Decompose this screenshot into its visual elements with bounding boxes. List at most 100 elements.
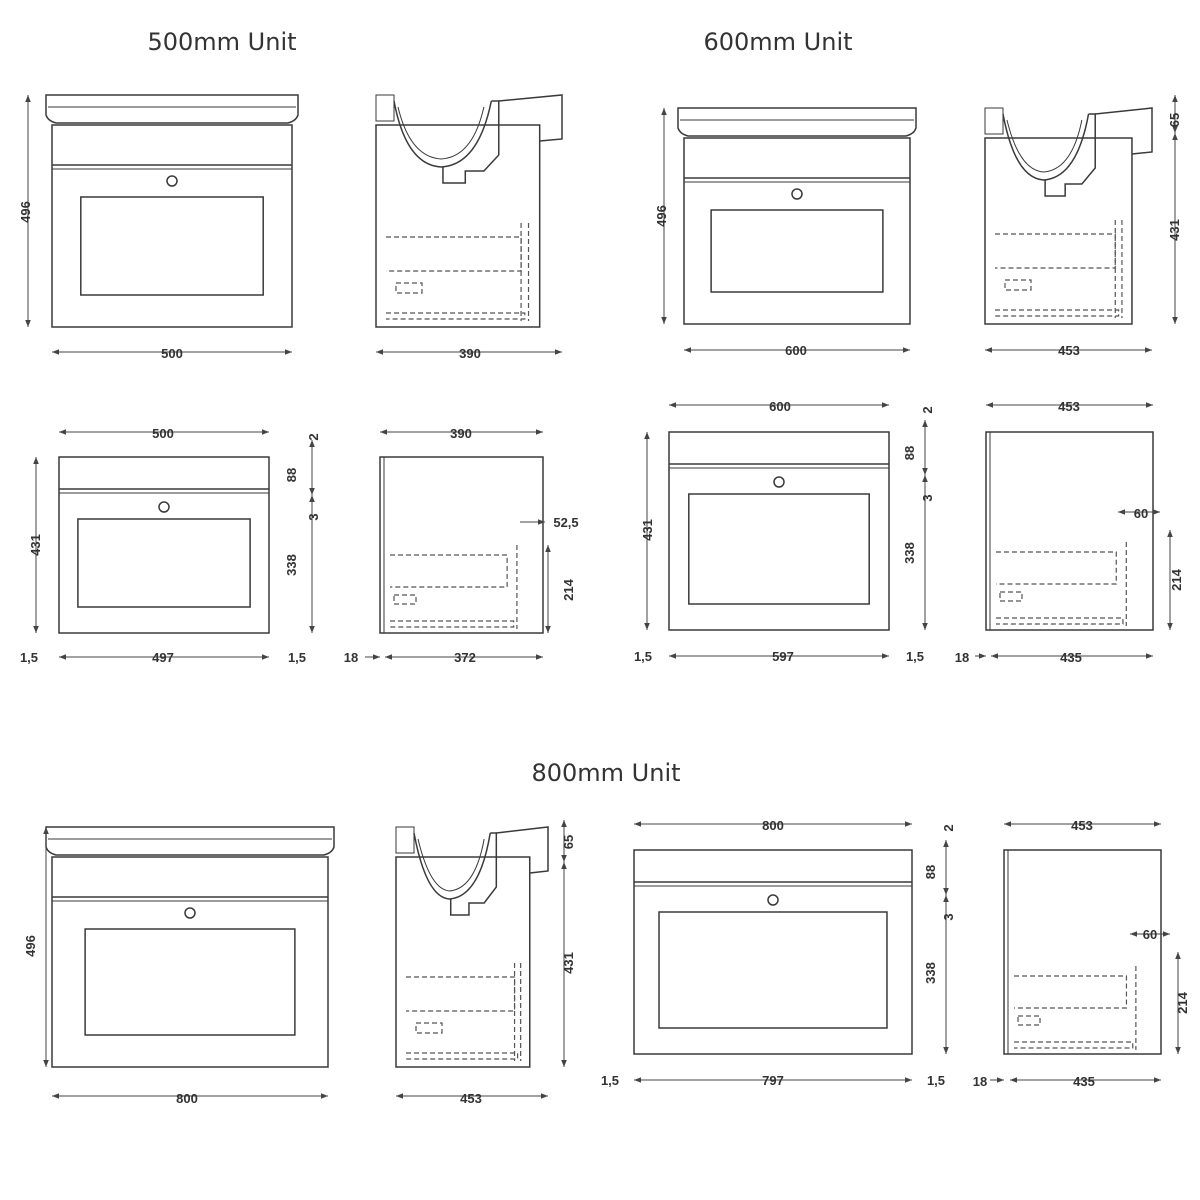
dim-600-rail: 60 <box>1134 506 1148 521</box>
u800-side-drawer <box>406 976 516 1012</box>
u500-unit-side-drawer <box>390 554 508 588</box>
dim-600-basin-side-depth: 453 <box>1058 343 1080 358</box>
u500-knob <box>166 175 178 187</box>
u800-side-top <box>496 826 549 874</box>
dim-500-drawer: 338 <box>284 554 299 576</box>
u600-unit-side-handle <box>999 591 1023 602</box>
u800-unit-side-handle <box>1017 1015 1041 1026</box>
u800-side-bowl-inner <box>417 838 485 892</box>
title-800mm-unit: 800mm Unit <box>531 759 681 787</box>
dim-500-unit-side-depth: 390 <box>450 426 472 441</box>
u800-unit-door <box>658 911 888 1029</box>
title-600mm-unit: 600mm Unit <box>703 28 853 56</box>
u500-side-drawer <box>386 236 522 272</box>
dim-600-drawer: 338 <box>902 542 917 564</box>
dim-500-basin-front-height: 496 <box>18 201 33 223</box>
u600-side-cabinet <box>984 137 1133 325</box>
dim-800-top-rail: 88 <box>923 865 938 879</box>
u800-side-basin-lip <box>395 826 415 854</box>
u800-unit-side <box>1003 849 1162 1055</box>
dim-800-basin-front-height: 496 <box>23 935 38 957</box>
u600-side-top <box>1095 107 1153 155</box>
u500-unit-side <box>379 456 544 634</box>
dim-500-top-gap: 2 <box>306 433 321 440</box>
dim-500-unit-front-width: 500 <box>152 426 174 441</box>
u600-side-basin-lip <box>984 107 1004 135</box>
dim-500-inner-depth: 372 <box>454 650 476 665</box>
u600-door-panel <box>710 209 884 293</box>
u500-side-basin-lip <box>375 94 395 122</box>
dim-800-drawer-h: 214 <box>1175 991 1190 1013</box>
u500-unit-side-handle <box>393 594 417 605</box>
u800-side-bowl <box>413 832 491 900</box>
dim-600-inner-width: 597 <box>772 649 794 664</box>
dim-800-basin-side-basin-h: 65 <box>561 835 576 849</box>
dim-500-inner-width: 497 <box>152 650 174 665</box>
dim-600-top-rail: 88 <box>902 446 917 460</box>
u500-unit-side-drawer-base <box>390 620 515 628</box>
dim-800-basin-side-height: 431 <box>561 952 576 974</box>
u600-unit-cabinet <box>668 431 890 631</box>
dim-600-side-left: 1,5 <box>634 649 652 664</box>
dim-600-basin-side-height: 431 <box>1167 219 1182 241</box>
u800-side-cabinet <box>395 856 531 1068</box>
dim-800-rail: 60 <box>1143 927 1157 942</box>
u600-side-drawer <box>995 233 1116 269</box>
dim-500-top-rail: 88 <box>284 468 299 482</box>
u800-door-panel <box>84 928 296 1036</box>
dim-500-side-right: 1,5 <box>288 650 306 665</box>
u500-side-trap <box>442 100 500 184</box>
u600-unit-door <box>688 493 870 605</box>
u600-unit-knob <box>773 476 785 488</box>
dim-600-side-right: 1,5 <box>906 649 924 664</box>
u800-side-drawer-base <box>406 1052 519 1060</box>
u500-door-panel <box>80 196 264 296</box>
dim-600-basin-side-basin-h: 65 <box>1167 113 1182 127</box>
dim-600-top-gap: 2 <box>920 406 935 413</box>
u800-unit-knob <box>767 894 779 906</box>
dim-500-basin-front-width: 500 <box>161 346 183 361</box>
u800-cabinet <box>51 856 329 1068</box>
u600-knob <box>791 188 803 200</box>
dim-600-gap: 3 <box>920 494 935 501</box>
dim-800-back: 18 <box>973 1074 987 1089</box>
dim-800-basin-side-depth: 453 <box>460 1091 482 1106</box>
dim-500-basin-side-depth: 390 <box>459 346 481 361</box>
u500-unit-cabinet <box>58 456 270 634</box>
u600-unit-side-drawer <box>996 551 1117 585</box>
u500-side-bowl <box>393 100 493 168</box>
u500-side-cabinet <box>375 124 541 328</box>
u500-basin-top <box>45 94 299 124</box>
u800-unit-cabinet <box>633 849 913 1055</box>
dim-800-top-gap: 2 <box>941 824 956 831</box>
u800-basin-top <box>45 826 335 856</box>
u600-unit-side-drawer-base <box>996 617 1124 625</box>
dim-800-side-left: 1,5 <box>601 1073 619 1088</box>
u500-unit-door <box>77 518 251 608</box>
dim-800-basin-front-width: 800 <box>176 1091 198 1106</box>
u800-unit-side-drawer-base <box>1014 1041 1134 1049</box>
u600-side-drawer-base <box>995 309 1120 317</box>
u500-side-bowl-inner <box>397 106 485 160</box>
dim-600-basin-front-width: 600 <box>785 343 807 358</box>
u800-side-trap <box>449 832 498 916</box>
dim-600-unit-front-height: 431 <box>640 519 655 541</box>
u500-unit-knob <box>158 501 170 513</box>
u600-side-drawer-handle <box>1004 279 1032 291</box>
u500-side-drawer-handle <box>395 282 423 294</box>
dim-600-unit-side-depth: 453 <box>1058 399 1080 414</box>
dim-500-back: 18 <box>344 650 358 665</box>
dim-800-inner-width: 797 <box>762 1073 784 1088</box>
dim-600-drawer-h: 214 <box>1169 568 1184 590</box>
u600-side-bowl-inner <box>1006 119 1083 173</box>
dim-600-basin-front-height: 496 <box>654 205 669 227</box>
dim-600-back: 18 <box>955 650 969 665</box>
u600-side-trap <box>1044 113 1096 197</box>
title-500mm-unit: 500mm Unit <box>147 28 297 56</box>
dim-800-drawer: 338 <box>923 962 938 984</box>
dim-500-rail: 52,5 <box>553 515 578 530</box>
dim-600-inner-depth: 435 <box>1060 650 1082 665</box>
dim-800-gap: 3 <box>941 913 956 920</box>
